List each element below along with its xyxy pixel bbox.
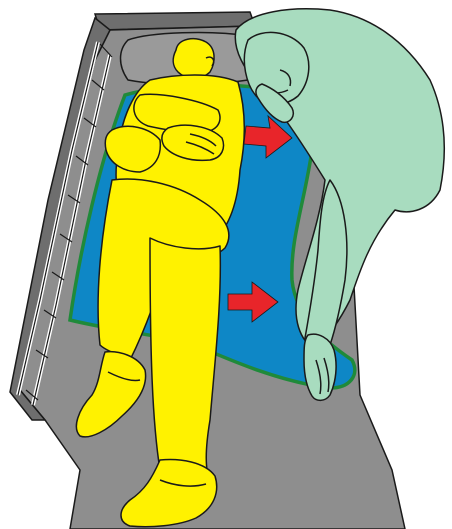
patient-head — [173, 39, 214, 78]
